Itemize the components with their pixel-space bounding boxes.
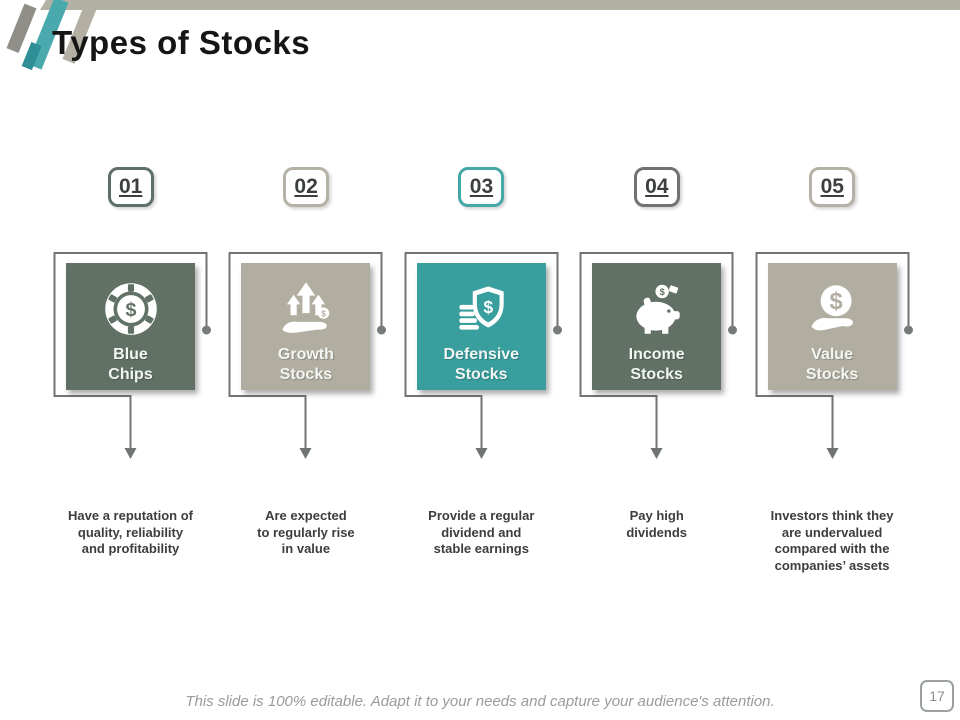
- stock-tile-label: Income Stocks: [628, 346, 685, 383]
- stock-tile-label: Defensive Stocks: [443, 346, 520, 383]
- badge-number: 03: [469, 175, 494, 198]
- svg-text:$: $: [321, 310, 326, 319]
- number-badge: 03: [458, 167, 505, 207]
- page-title: Types of Stocks: [52, 24, 311, 61]
- stock-tile: $ Value Stocks: [767, 263, 897, 390]
- badge-number: 02: [294, 175, 318, 198]
- stock-column-blue-chips: 01: [43, 160, 218, 600]
- top-accent-bar: [40, 0, 960, 10]
- svg-text:$: $: [659, 287, 665, 297]
- svg-text:$: $: [484, 297, 494, 317]
- badge-number: 01: [119, 175, 143, 198]
- number-badge: 01: [107, 167, 154, 207]
- shield-dollar-icon: $: [459, 286, 504, 330]
- badge-number: 05: [820, 175, 844, 198]
- stock-column-value: 05 $ Value Stocks Investors think they a…: [745, 160, 920, 600]
- stock-tile: $ Growth Stocks: [241, 263, 371, 390]
- piggy-bank-icon: $: [636, 284, 680, 334]
- svg-text:$: $: [125, 299, 136, 321]
- number-badge: 04: [633, 167, 680, 207]
- stock-description: Pay high dividends: [626, 508, 688, 540]
- connector-frame-arrow: [579, 252, 738, 459]
- stock-column-growth: 02 $ Growth Stocks Are expected to regul…: [218, 160, 393, 600]
- stock-tile-label: Value Stocks: [805, 346, 859, 383]
- number-badge: 02: [283, 167, 330, 207]
- connector-frame-arrow: [53, 252, 211, 459]
- stock-tile: $ Blue Chips: [66, 263, 195, 390]
- footer-note: This slide is 100% editable. Adapt it to…: [185, 693, 775, 710]
- connector-frame-arrow: [404, 252, 562, 459]
- stock-tile-label: Blue Chips: [108, 346, 153, 383]
- stock-tile: $ Defensive Stocks: [416, 263, 546, 390]
- page-number-badge: 17: [920, 680, 954, 712]
- stock-column-income: 04 $ Income Stocks: [569, 160, 744, 600]
- number-badge: 05: [809, 167, 856, 207]
- growth-arrows-hand-icon: $: [282, 282, 330, 333]
- poker-chip-icon: $: [104, 283, 157, 335]
- stock-tile: $ Income Stocks: [592, 263, 722, 390]
- stock-type-columns: 01: [43, 160, 920, 600]
- stock-description: Have a reputation of quality, reliabilit…: [68, 508, 193, 556]
- connector-frame-arrow: [755, 252, 913, 459]
- stock-column-defensive: 03 $ Defensive Stock: [394, 160, 569, 600]
- stock-description: Are expected to regularly rise in value: [257, 508, 355, 556]
- svg-text:$: $: [830, 289, 843, 315]
- hand-dollar-coin-icon: $: [811, 285, 854, 331]
- connector-frame-arrow: [228, 252, 387, 459]
- stock-tile-label: Growth Stocks: [277, 346, 334, 383]
- stock-description: Provide a regular dividend and stable ea…: [428, 508, 535, 556]
- badge-number: 04: [645, 175, 669, 198]
- stock-description: Investors think they are undervalued com…: [770, 508, 894, 573]
